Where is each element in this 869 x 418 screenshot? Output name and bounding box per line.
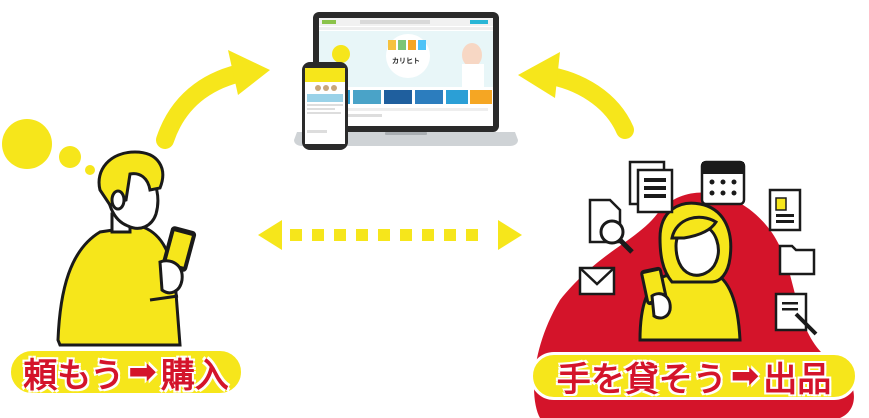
borrow-text: 頼もう [23,355,125,396]
edit-document-icon [774,292,818,336]
borrow-purchase-label: 頼もう ➡ 購入 [8,348,244,396]
woman-figure [638,201,742,342]
lend-listing-label: 手を貸そう ➡ 出品 [530,352,858,400]
document-search-icon [588,198,634,254]
right-arrow-icon: ➡ [730,356,760,396]
thought-bubbles [2,119,95,175]
dotted-double-arrow [258,220,522,250]
report-icon [768,188,802,232]
mail-icon [578,266,616,296]
man-figure [56,150,197,347]
folder-icon [778,244,816,276]
right-arrow-icon: ➡ [128,352,157,392]
site-logo-text: カリヒト [392,57,420,65]
listing-text: 出品 [763,359,832,400]
lend-text: 手を貸そう [556,359,727,400]
purchase-text: 購入 [160,355,229,396]
documents-icon [628,160,674,214]
curved-arrow-right [518,52,634,139]
phone-device [302,62,348,150]
calendar-icon [700,160,746,206]
curved-arrow-left [156,50,270,149]
